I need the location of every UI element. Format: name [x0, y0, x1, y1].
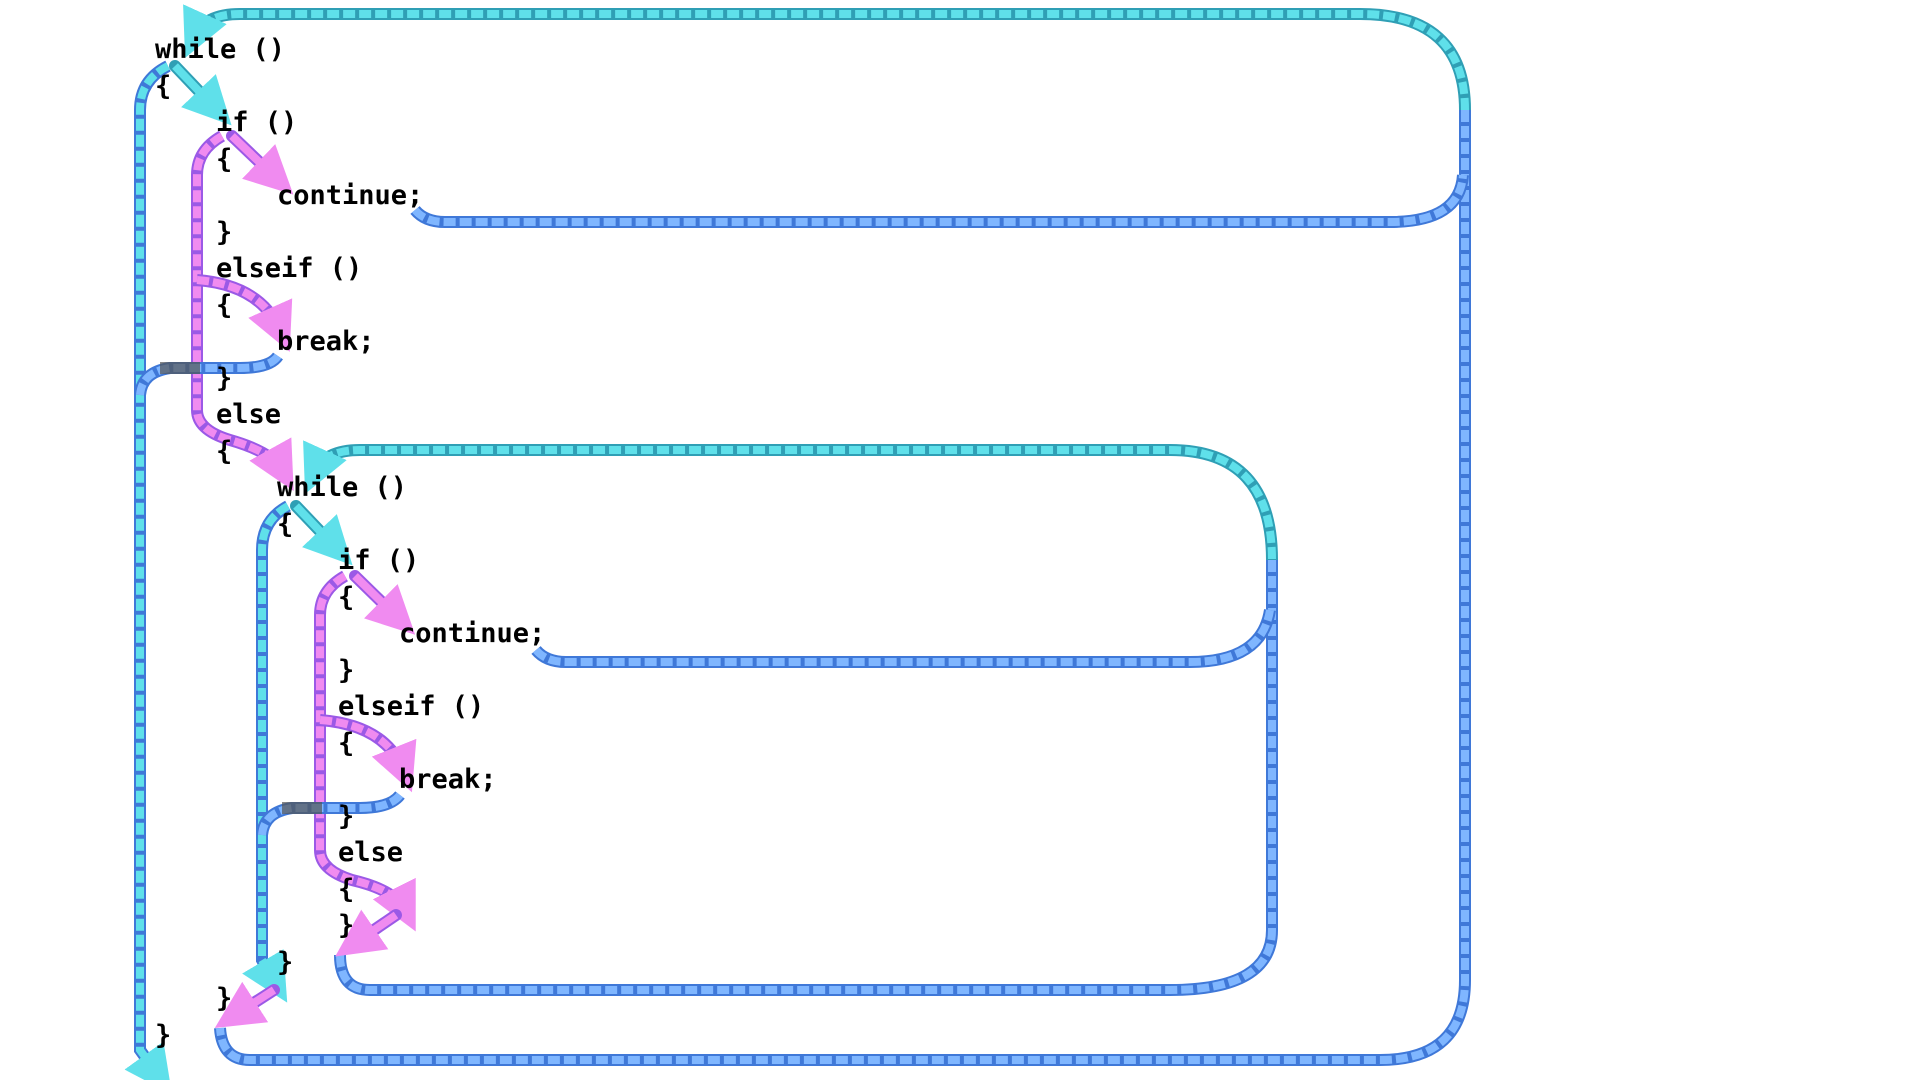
inner-else-exit-arrow [335, 909, 402, 957]
code-line-inner-if: if () [338, 545, 419, 576]
code-line-outer-while-close-brace: } [155, 1020, 171, 1051]
code-line-outer-if-open-brace: { [216, 144, 232, 175]
code-line-inner-else: else [338, 837, 403, 868]
inner-while-to-if-arrow [290, 500, 353, 566]
code-line-outer-continue: continue; [277, 180, 423, 211]
inner-right-trunk [334, 560, 1278, 996]
code-line-outer-elseif-close-brace: } [216, 363, 232, 394]
code-line-inner-continue: continue; [399, 618, 545, 649]
code-line-inner-if-open-brace: { [338, 582, 354, 613]
code-line-outer-else-open-brace: { [216, 436, 232, 467]
code-line-inner-break: break; [399, 764, 497, 795]
code-line-inner-elseif-open-brace: { [338, 728, 354, 759]
code-line-outer-else-close-brace: } [216, 983, 232, 1014]
code-line-inner-open-brace: { [277, 509, 293, 540]
outer-exit-trunk [124, 60, 173, 1080]
code-line-inner-elseif: elseif () [338, 691, 484, 722]
code-line-outer-elseif-open-brace: { [216, 290, 232, 321]
code-line-inner-while: while () [277, 472, 407, 503]
inner-if-false-trunk [314, 570, 416, 932]
code-line-inner-if-close-brace: } [338, 655, 354, 686]
outer-continue-arrow [410, 174, 1469, 228]
code-line-outer-break: break; [277, 326, 375, 357]
outer-if-false-trunk [191, 130, 294, 491]
outer-break-exit-arrow [134, 352, 283, 396]
inner-continue-arrow [531, 608, 1276, 668]
outer-else-exit-arrow [214, 981, 280, 1028]
code-line-outer-elseif: elseif () [216, 253, 362, 284]
code-line-outer-while: while () [155, 34, 285, 65]
inner-break-exit-arrow [256, 790, 405, 836]
code-line-outer-if-close-brace: } [216, 217, 232, 248]
code-line-outer-if: if () [216, 107, 297, 138]
inner-loop-back-arrow [303, 440, 1278, 575]
outer-loop-back-arrow [183, 4, 1471, 196]
outer-right-trunk [214, 110, 1471, 1066]
code-line-outer-open-brace: { [155, 71, 171, 102]
code-line-inner-elseif-close-brace: } [338, 801, 354, 832]
inner-if-to-continue-arrow [349, 570, 416, 635]
outer-while-to-if-arrow [169, 60, 232, 126]
inner-elseif-to-break-arrow [319, 714, 417, 793]
inner-exit-trunk [242, 500, 292, 1003]
code-line-outer-else: else [216, 399, 281, 430]
code-line-inner-while-close-brace: } [277, 947, 293, 978]
code-line-inner-else-open-brace: { [338, 874, 354, 905]
code-line-inner-else-close-brace: } [338, 910, 354, 941]
outer-if-to-continue-arrow [226, 130, 294, 195]
outer-elseif-to-break-arrow [196, 274, 293, 352]
